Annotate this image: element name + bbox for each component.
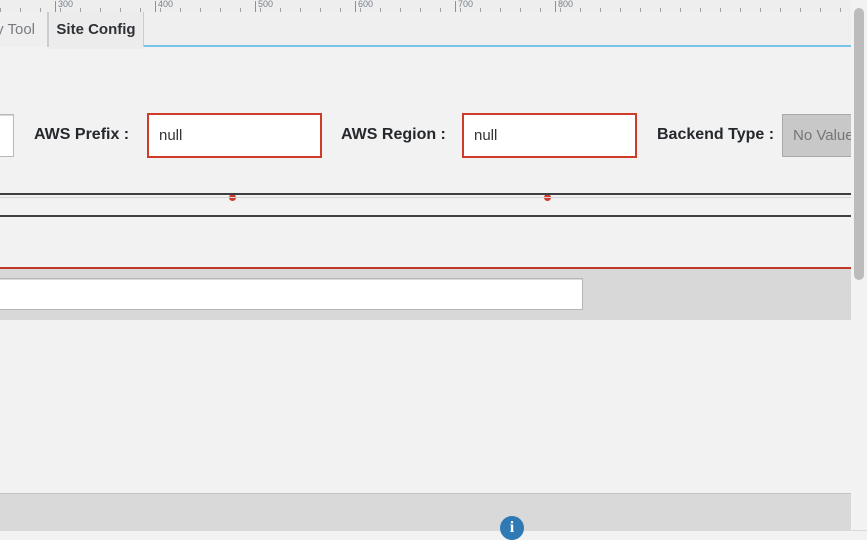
search-input[interactable] xyxy=(0,278,583,310)
aws-region-input[interactable]: null xyxy=(462,113,637,158)
ruler-minor-tick xyxy=(100,8,101,12)
ruler-minor-tick xyxy=(260,8,261,12)
ruler-minor-tick xyxy=(720,8,721,12)
ruler-minor-tick xyxy=(500,8,501,12)
ruler-minor-tick xyxy=(160,8,161,12)
ruler-minor-tick xyxy=(640,8,641,12)
ruler-minor-tick xyxy=(140,8,141,12)
ruler-minor-tick xyxy=(220,8,221,12)
ruler-minor-tick xyxy=(520,8,521,12)
tab-bar xyxy=(0,12,867,48)
ruler-label: 400 xyxy=(158,0,174,9)
ruler-minor-tick xyxy=(280,8,281,12)
ruler-minor-tick xyxy=(300,8,301,12)
ruler-minor-tick xyxy=(680,8,681,12)
section-divider-middle xyxy=(0,215,867,217)
ruler-minor-tick xyxy=(620,8,621,12)
ruler-minor-tick xyxy=(120,8,121,12)
backend-type-label: Backend Type : xyxy=(657,126,775,143)
ruler-label: 600 xyxy=(358,0,374,9)
ruler-minor-tick xyxy=(340,8,341,12)
ruler-minor-tick xyxy=(480,8,481,12)
ruler-minor-tick xyxy=(0,8,1,12)
left-clipped-input[interactable] xyxy=(0,114,14,157)
aws-prefix-input[interactable]: null xyxy=(147,113,322,158)
tab-site-config[interactable]: Site Config xyxy=(48,12,144,49)
ruler-major-tick xyxy=(355,1,356,12)
ruler-label: 700 xyxy=(458,0,474,9)
ruler-minor-tick xyxy=(560,8,561,12)
ruler-major-tick xyxy=(555,1,556,12)
ruler-major-tick xyxy=(155,1,156,12)
ruler-minor-tick xyxy=(240,8,241,12)
ruler-minor-tick xyxy=(320,8,321,12)
ruler-minor-tick xyxy=(60,8,61,12)
ruler-label: 800 xyxy=(558,0,574,9)
ruler-major-tick xyxy=(55,1,56,12)
section-divider-top-shadow xyxy=(0,197,867,198)
ruler-minor-tick xyxy=(780,8,781,12)
ruler-minor-tick xyxy=(180,8,181,12)
ruler-minor-tick xyxy=(360,8,361,12)
ruler-minor-tick xyxy=(460,8,461,12)
tab-query-tool-label: y Tool xyxy=(0,21,35,38)
vertical-scrollbar-track[interactable] xyxy=(851,0,867,530)
ruler-minor-tick xyxy=(440,8,441,12)
ruler-minor-tick xyxy=(40,8,41,12)
status-bar: i xyxy=(0,493,867,540)
ruler-major-tick xyxy=(255,1,256,12)
aws-prefix-label: AWS Prefix : xyxy=(34,126,130,143)
ruler-minor-tick xyxy=(700,8,701,12)
content-area: AWS Prefix : null AWS Region : null Back… xyxy=(0,47,867,540)
ruler-minor-tick xyxy=(660,8,661,12)
aws-prefix-value: null xyxy=(159,127,183,144)
config-form-row: AWS Prefix : null AWS Region : null Back… xyxy=(0,96,867,201)
tab-query-tool[interactable]: y Tool xyxy=(0,12,48,47)
ruler-minor-tick xyxy=(80,8,81,12)
ruler-minor-tick xyxy=(840,8,841,12)
section-divider-top xyxy=(0,193,867,195)
search-panel xyxy=(0,269,867,320)
tab-bar-underline xyxy=(0,45,867,47)
info-icon[interactable]: i xyxy=(500,516,524,540)
ruler-minor-tick xyxy=(740,8,741,12)
ruler-minor-tick xyxy=(600,8,601,12)
ruler-minor-tick xyxy=(800,8,801,12)
error-divider xyxy=(0,267,867,269)
info-icon-glyph: i xyxy=(509,519,515,536)
ruler-minor-tick xyxy=(20,8,21,12)
backend-type-value: No Value xyxy=(793,127,854,144)
ruler-minor-tick xyxy=(760,8,761,12)
vertical-scrollbar-thumb[interactable] xyxy=(854,8,864,280)
ruler-minor-tick xyxy=(820,8,821,12)
ruler-minor-tick xyxy=(580,8,581,12)
tab-site-config-label: Site Config xyxy=(56,21,136,38)
ruler-label: 500 xyxy=(258,0,274,9)
ruler-minor-tick xyxy=(540,8,541,12)
ruler-major-tick xyxy=(455,1,456,12)
ruler-minor-tick xyxy=(380,8,381,12)
aws-region-label: AWS Region : xyxy=(341,126,446,143)
ruler-minor-tick xyxy=(200,8,201,12)
ruler-minor-tick xyxy=(420,8,421,12)
ruler-label: 300 xyxy=(58,0,74,9)
ruler-minor-tick xyxy=(400,8,401,12)
aws-region-value: null xyxy=(474,127,498,144)
